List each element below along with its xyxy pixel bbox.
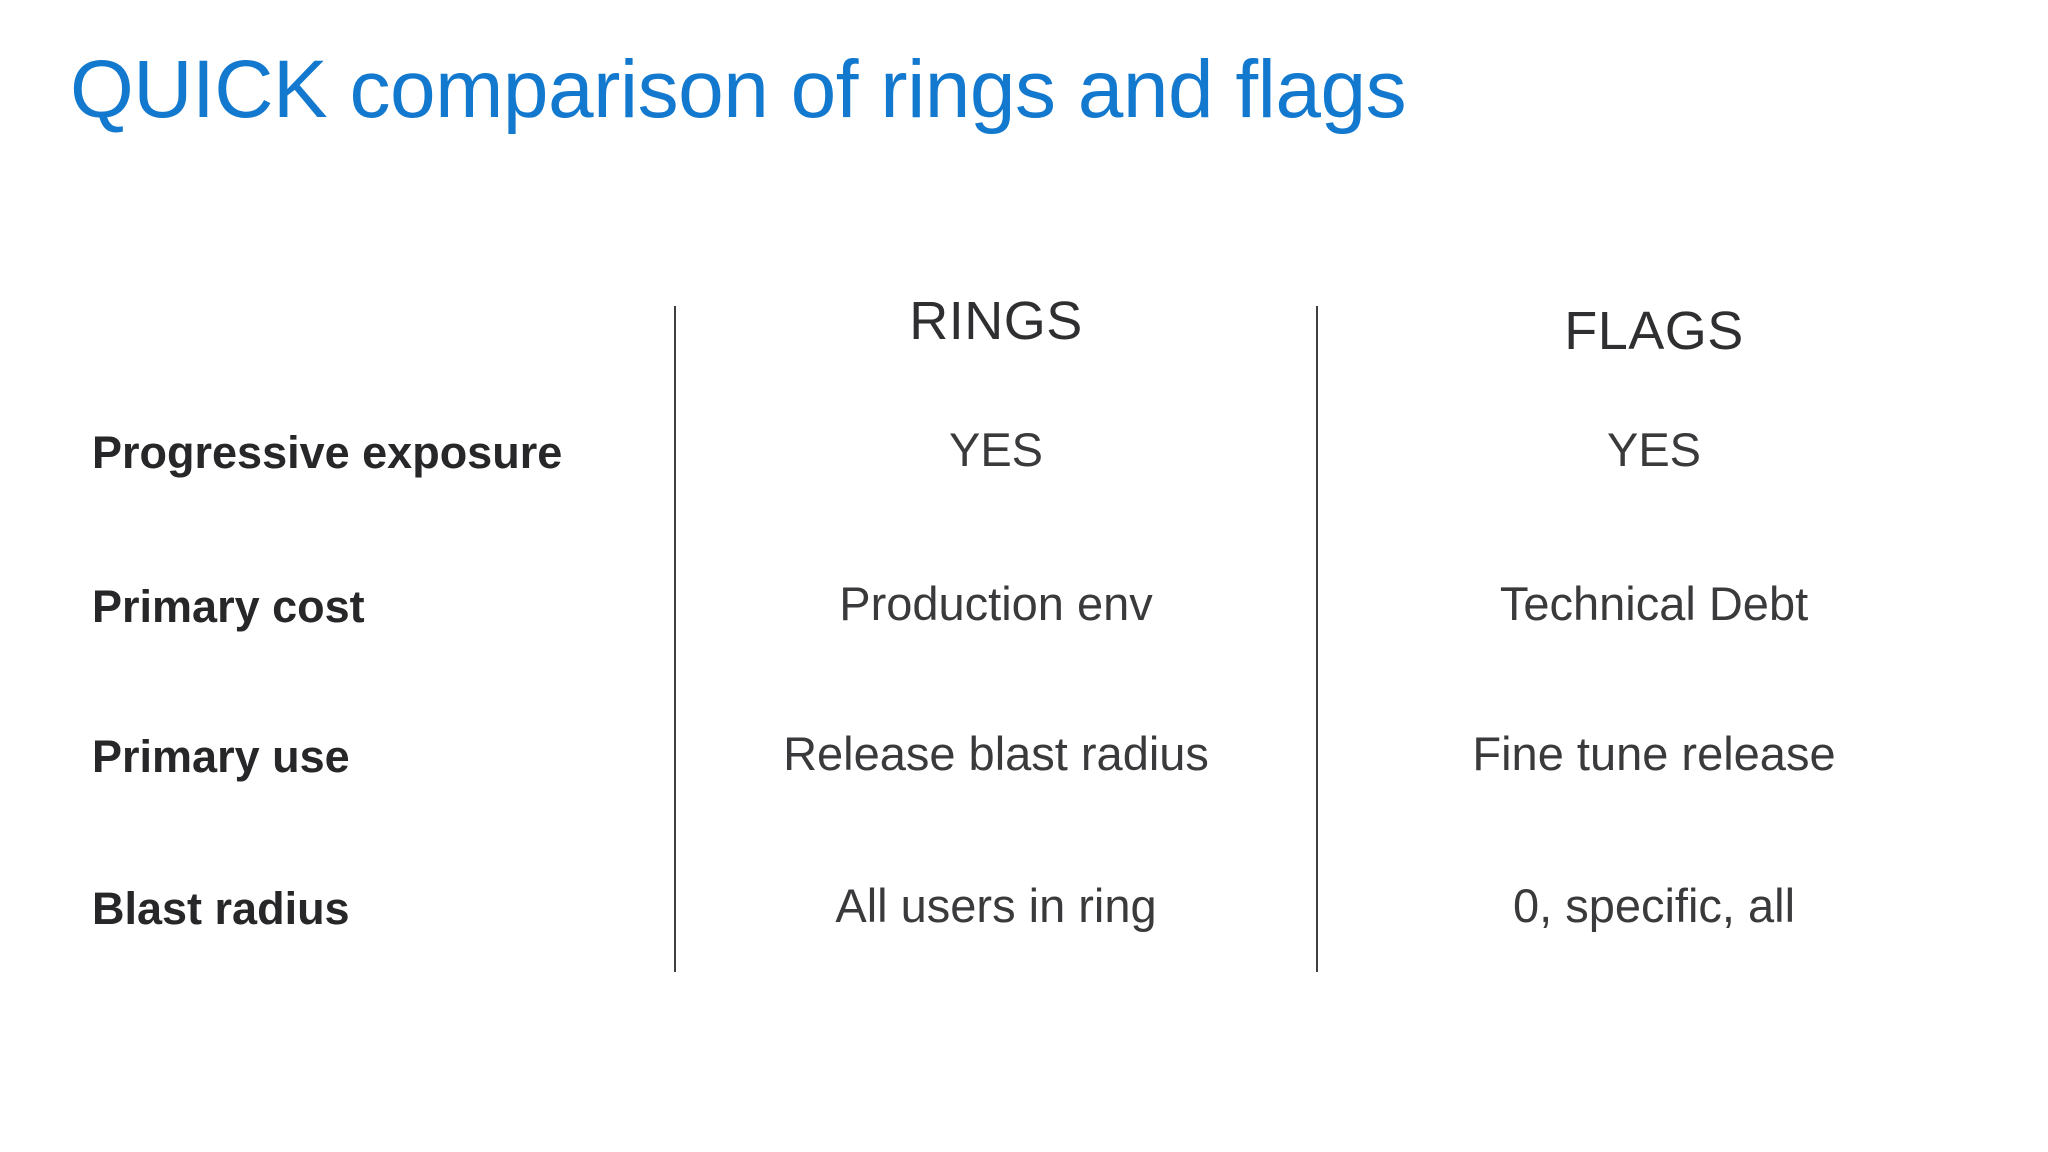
- table-cell-flags: 0, specific, all: [1512, 879, 1796, 932]
- table-cell-rings: Production env: [839, 577, 1153, 630]
- table-cell-flags: Fine tune release: [1472, 727, 1836, 780]
- column-header-rings: RINGS: [909, 291, 1083, 351]
- page-title: QUICK comparison of rings and flags: [70, 44, 1407, 135]
- table-cell-rings: Release blast radius: [783, 727, 1209, 780]
- table-cell-flags: YES: [1606, 423, 1702, 476]
- column-divider-rings: [674, 306, 676, 972]
- row-label: Primary use: [92, 731, 350, 782]
- row-label: Blast radius: [92, 883, 350, 934]
- column-divider-flags: [1316, 306, 1318, 972]
- row-label: Progressive exposure: [92, 427, 563, 478]
- table-cell-rings: All users in ring: [835, 879, 1157, 932]
- column-header-flags: FLAGS: [1564, 301, 1744, 361]
- row-label: Primary cost: [92, 581, 365, 632]
- table-cell-flags: Technical Debt: [1499, 577, 1809, 630]
- table-cell-rings: YES: [948, 423, 1044, 476]
